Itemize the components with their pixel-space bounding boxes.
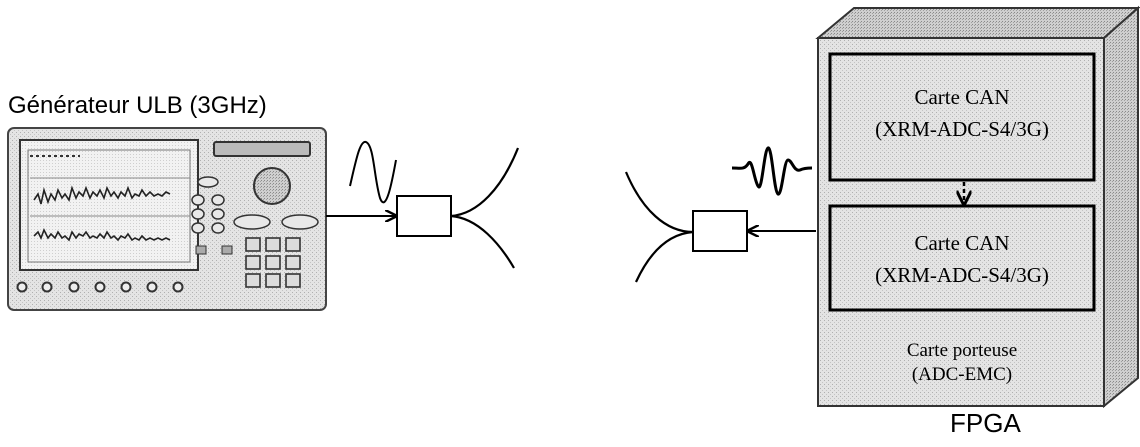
screen-trace-lower xyxy=(33,228,171,242)
adc-card-top-line2: (XRM-ADC-S4/3G) xyxy=(875,117,1049,141)
generator-screen xyxy=(19,139,199,271)
screen-trace-upper xyxy=(33,185,171,205)
adc-card-top-line1: Carte CAN xyxy=(914,85,1009,109)
tx-antenna xyxy=(450,147,520,269)
adc-card-top: Carte CAN (XRM-ADC-S4/3G) xyxy=(828,52,1096,182)
generator-title: Générateur ULB (3GHz) xyxy=(8,92,267,119)
rx-block xyxy=(692,210,748,252)
generator-keypad xyxy=(245,237,301,288)
generator-connectors xyxy=(16,281,184,293)
adc-card-bottom: Carte CAN (XRM-ADC-S4/3G) xyxy=(828,204,1096,312)
generator-display-slot xyxy=(213,141,311,157)
rx-antenna xyxy=(624,171,694,283)
generator-knob xyxy=(253,167,291,205)
tx-block xyxy=(396,195,452,237)
tx-signal-sine xyxy=(349,141,397,204)
rx-signal-pulse xyxy=(731,146,813,196)
carrier-card-line1: Carte porteuse xyxy=(907,340,1017,361)
adc-card-bottom-line2: (XRM-ADC-S4/3G) xyxy=(875,263,1049,287)
carrier-card-line2: (ADC-EMC) xyxy=(912,364,1012,385)
signal-generator xyxy=(7,127,327,311)
adc-card-bottom-line1: Carte CAN xyxy=(914,231,1009,255)
fpga-label: FPGA xyxy=(950,408,1021,438)
carrier-card: Carte porteuse (ADC-EMC) xyxy=(907,340,1017,385)
